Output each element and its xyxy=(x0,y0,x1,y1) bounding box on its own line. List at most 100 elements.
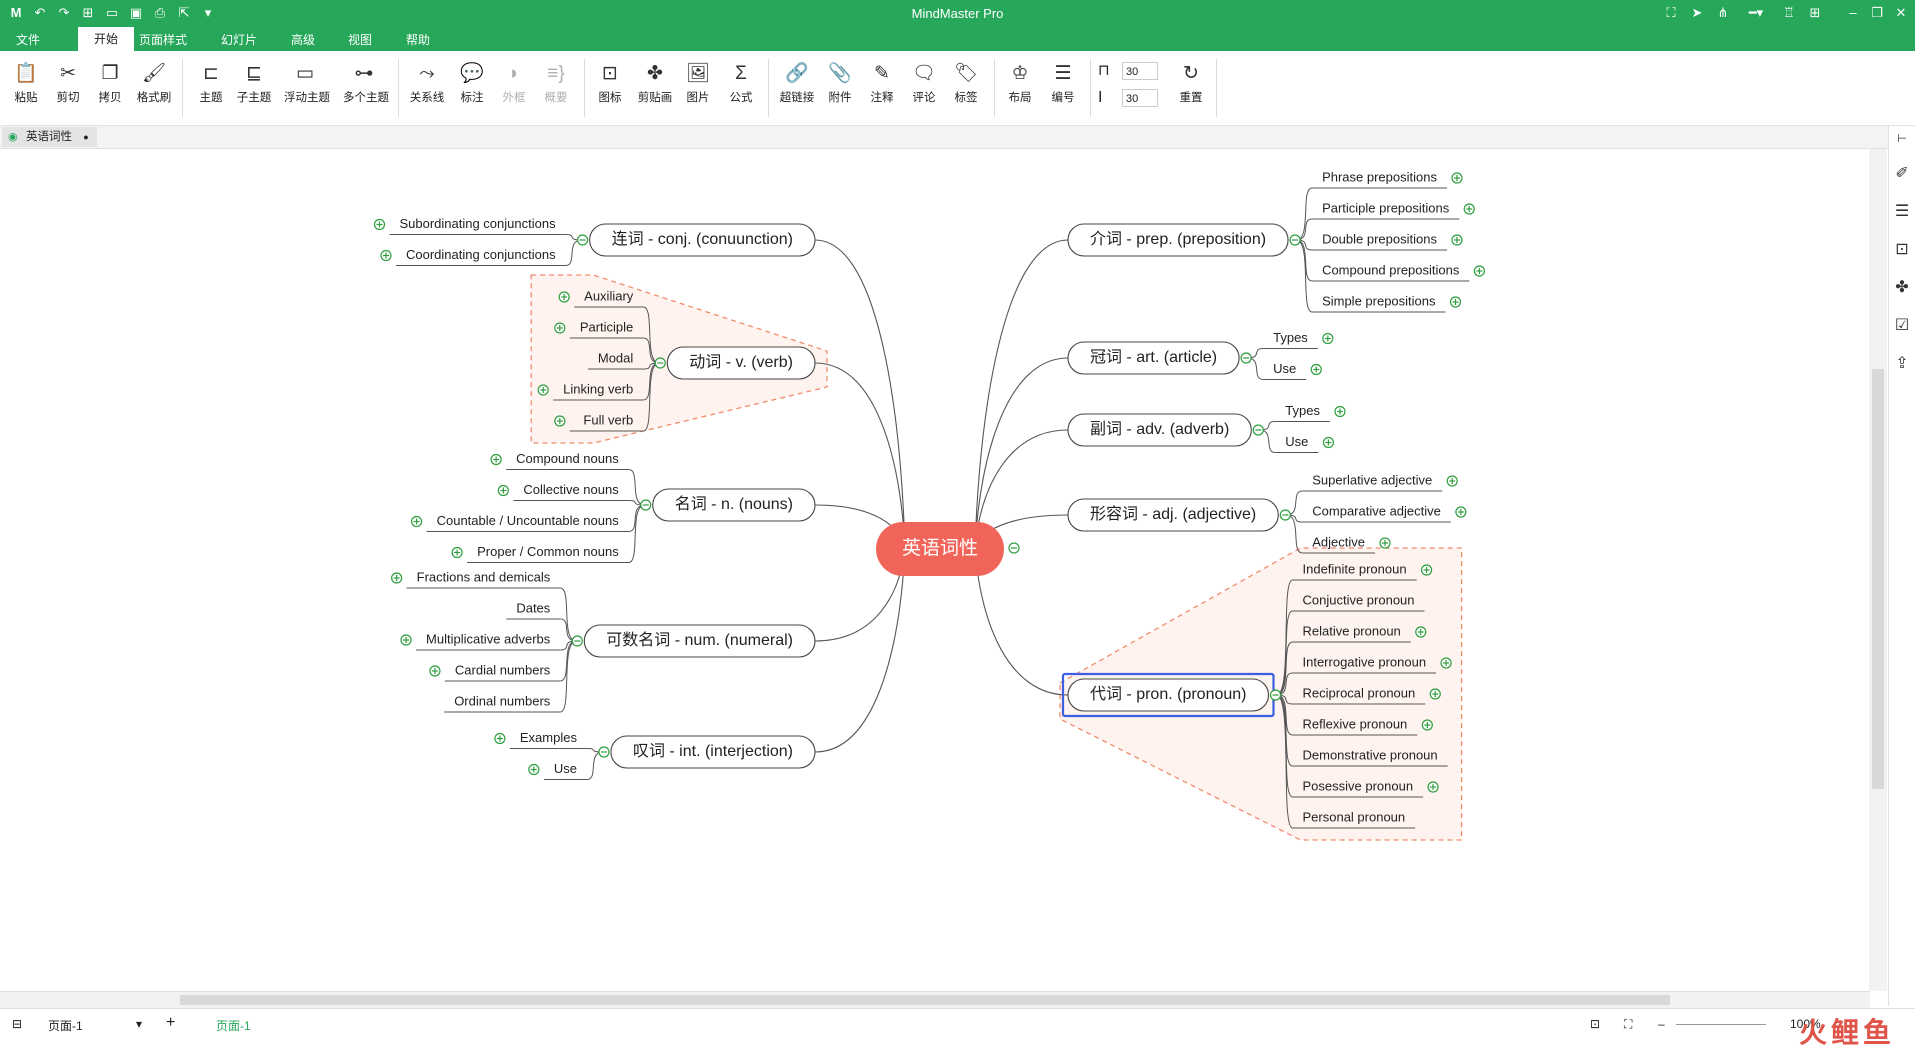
expand-plus-icon[interactable] xyxy=(1334,405,1346,418)
expand-plus-icon[interactable] xyxy=(1463,203,1475,215)
expand-plus-icon[interactable] xyxy=(1429,688,1441,700)
horizontal-scrollbar[interactable] xyxy=(0,991,1870,1008)
menu-slides[interactable]: 幻灯片 xyxy=(221,33,258,47)
customize-dropdown-icon[interactable]: ▾ xyxy=(204,5,212,20)
expand-plus-icon[interactable] xyxy=(528,763,540,776)
menu-file[interactable]: 文件 xyxy=(16,33,41,47)
expand-plus-icon[interactable] xyxy=(497,484,509,497)
expand-plus-icon[interactable] xyxy=(1427,781,1439,793)
layout-button[interactable]: ♔布局 xyxy=(999,61,1041,105)
page-select[interactable]: 页面-1 xyxy=(48,1019,83,1033)
expand-plus-icon[interactable] xyxy=(1322,436,1335,449)
expand-plus-icon[interactable] xyxy=(1446,475,1458,487)
reset-button[interactable]: ↻重置 xyxy=(1170,61,1212,105)
open-icon[interactable]: ▭ xyxy=(105,5,119,20)
print-icon[interactable]: ⎙ xyxy=(154,5,166,20)
note-button[interactable]: ✎注释 xyxy=(861,61,903,105)
minimize-icon[interactable]: – xyxy=(1849,5,1857,20)
document-tab[interactable]: ◉ 英语词性 ● xyxy=(2,127,97,147)
main-topic-node[interactable]: 可数名词 - num. (numeral) xyxy=(583,624,816,658)
expand-plus-icon[interactable] xyxy=(537,384,549,396)
hyperlink-button[interactable]: 🔗超链接 xyxy=(776,61,818,105)
clipart-button[interactable]: ✤剪贴画 xyxy=(634,61,676,105)
apps-icon[interactable]: ⊞ xyxy=(1809,5,1821,20)
fullscreen-mode-icon[interactable]: ⛶ xyxy=(1624,1017,1633,1031)
comment-button[interactable]: 🗨评论 xyxy=(903,61,945,105)
expand-plus-icon[interactable] xyxy=(1451,172,1463,184)
icon-button[interactable]: ⊡图标 xyxy=(589,61,631,105)
main-topic-node[interactable]: 副词 - adv. (adverb) xyxy=(1067,413,1252,447)
expand-plus-icon[interactable] xyxy=(1310,363,1322,376)
collapse-minus-icon[interactable] xyxy=(1240,352,1252,364)
outline-panel-icon[interactable]: ☰ xyxy=(1894,203,1910,220)
collapse-minus-icon[interactable] xyxy=(598,746,610,758)
summary-button[interactable]: ≡}概要 xyxy=(535,61,577,105)
topic-button[interactable]: ⊏主题 xyxy=(190,61,232,105)
menu-view[interactable]: 视图 xyxy=(348,33,373,47)
zoom-slider[interactable] xyxy=(1676,1024,1766,1025)
expand-plus-icon[interactable] xyxy=(1455,506,1467,518)
menu-home[interactable]: 开始 xyxy=(78,27,135,51)
collapse-minus-icon[interactable] xyxy=(576,234,589,246)
expand-plus-icon[interactable] xyxy=(1420,564,1433,576)
unsaved-dot-icon[interactable]: ● xyxy=(83,132,89,142)
format-panel-icon[interactable]: ✐ xyxy=(1895,165,1909,182)
horizontal-spacing-input[interactable]: 30 xyxy=(1122,62,1158,80)
picture-button[interactable]: 🖼图片 xyxy=(677,61,719,105)
boundary-button[interactable]: ◗外框 xyxy=(493,61,535,105)
copy-button[interactable]: ❐拷贝 xyxy=(89,61,131,105)
collapse-minus-icon[interactable] xyxy=(654,357,666,369)
vertical-scroll-thumb[interactable] xyxy=(1872,369,1884,789)
format-painter-button[interactable]: 🖌格式刷 xyxy=(133,61,175,105)
expand-plus-icon[interactable] xyxy=(400,634,412,646)
subtopic-button[interactable]: ⊑子主题 xyxy=(233,61,275,105)
expand-plus-icon[interactable] xyxy=(391,572,403,584)
expand-plus-icon[interactable] xyxy=(1473,265,1485,277)
collapse-minus-icon[interactable] xyxy=(1252,424,1264,436)
expand-plus-icon[interactable] xyxy=(411,515,423,528)
main-topic-node[interactable]: 名词 - n. (nouns) xyxy=(652,488,816,522)
horizontal-scroll-thumb[interactable] xyxy=(180,995,1670,1005)
collapse-minus-icon[interactable] xyxy=(1279,509,1291,521)
mindmap-canvas[interactable]: 连词 - conj. (conuunction)动词 - v. (verb)名词… xyxy=(0,149,1870,989)
callout-button[interactable]: 💬标注 xyxy=(451,61,493,105)
menu-advanced[interactable]: 高级 xyxy=(291,33,316,47)
close-icon[interactable]: ✕ xyxy=(1895,5,1907,20)
main-topic-node[interactable]: 代词 - pron. (pronoun) xyxy=(1061,672,1275,718)
main-topic-node[interactable]: 介词 - prep. (preposition) xyxy=(1067,223,1289,257)
task-panel-icon[interactable]: ☑ xyxy=(1894,317,1910,334)
multiple-topics-button[interactable]: ⊶多个主题 xyxy=(343,63,389,104)
expand-plus-icon[interactable] xyxy=(429,665,441,677)
new-icon[interactable]: ⊞ xyxy=(82,5,94,20)
chevron-down-icon[interactable]: ▾ xyxy=(136,1017,143,1031)
collapse-minus-icon[interactable] xyxy=(571,635,583,647)
collapse-minus-icon[interactable] xyxy=(640,499,652,511)
menu-page-style[interactable]: 页面样式 xyxy=(139,33,188,47)
pin-icon[interactable]: ⊢ xyxy=(1897,133,1907,145)
expand-plus-icon[interactable] xyxy=(1379,537,1391,549)
vertical-scrollbar[interactable] xyxy=(1869,149,1887,991)
main-topic-node[interactable]: 冠词 - art. (article) xyxy=(1067,341,1240,375)
expand-plus-icon[interactable] xyxy=(494,732,506,745)
save-icon[interactable]: ▣ xyxy=(129,5,143,20)
collapse-minus-icon[interactable] xyxy=(1008,542,1020,554)
export-panel-icon[interactable]: ⇪ xyxy=(1895,355,1909,372)
collapse-minus-icon[interactable] xyxy=(1289,234,1301,246)
expand-plus-icon[interactable] xyxy=(451,546,463,559)
restore-icon[interactable]: ❐ xyxy=(1871,5,1883,20)
cut-button[interactable]: ✂剪切 xyxy=(47,61,89,105)
undo-icon[interactable]: ↶ xyxy=(34,5,46,20)
expand-plus-icon[interactable] xyxy=(1451,234,1463,246)
expand-plus-icon[interactable] xyxy=(1322,332,1334,345)
floating-topic-button[interactable]: ▭浮动主题 xyxy=(284,63,330,104)
paste-button[interactable]: 📋粘贴 xyxy=(5,61,47,105)
expand-plus-icon[interactable] xyxy=(1415,626,1427,638)
main-topic-node[interactable]: 动词 - v. (verb) xyxy=(666,346,816,380)
clipart-panel-icon[interactable]: ✤ xyxy=(1895,279,1909,296)
collapse-minus-icon[interactable] xyxy=(1269,689,1282,701)
main-topic-node[interactable]: 形容词 - adj. (adjective) xyxy=(1067,498,1279,532)
expand-plus-icon[interactable] xyxy=(1421,719,1433,731)
main-topic-node[interactable]: 叹词 - int. (interjection) xyxy=(610,735,816,769)
attachment-button[interactable]: 📎附件 xyxy=(819,61,861,105)
